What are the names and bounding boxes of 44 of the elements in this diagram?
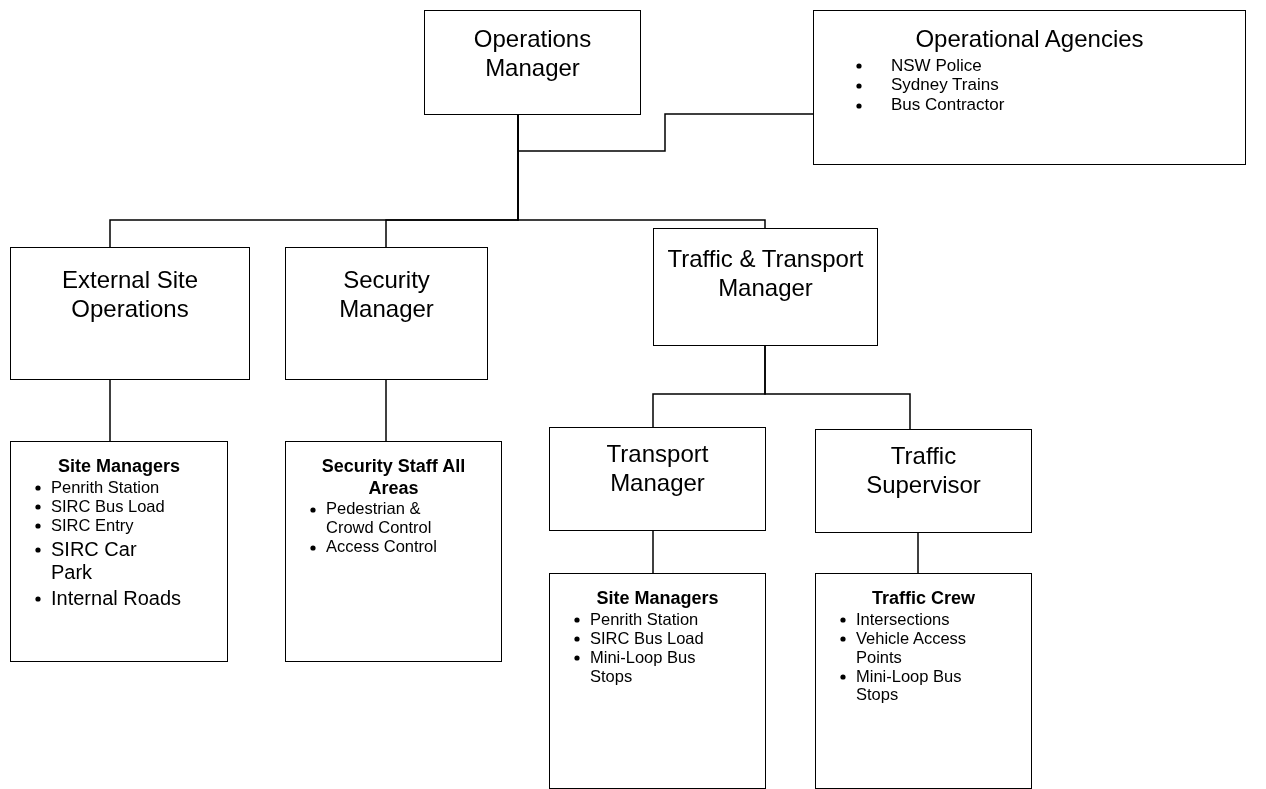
org-box xyxy=(549,573,766,789)
list-item: Intersections xyxy=(856,609,950,629)
connector-line xyxy=(652,530,654,574)
connector-line xyxy=(109,379,111,442)
list-item: SIRC Bus Load xyxy=(590,628,704,648)
box-title: Operations Manager xyxy=(472,25,593,83)
org-box xyxy=(813,10,1246,165)
list-item: Access Control xyxy=(326,537,437,557)
org-box xyxy=(10,247,250,380)
box-title: Traffic Crew xyxy=(870,588,976,610)
list-item: Vehicle Access Points xyxy=(856,628,968,667)
org-box xyxy=(285,441,502,662)
list-item: Penrith Station xyxy=(590,609,699,629)
connector-line xyxy=(517,113,814,152)
list-item: SIRC Car Park xyxy=(51,537,138,584)
list-item: SIRC Entry xyxy=(51,515,134,535)
box-title: Traffic & Transport Manager xyxy=(666,245,865,303)
list-item: Internal Roads xyxy=(51,586,182,610)
box-title: Security Manager xyxy=(338,266,435,324)
list-item: Mini-Loop Bus Stops xyxy=(590,647,697,686)
list-item: NSW Police xyxy=(891,55,982,76)
org-box xyxy=(653,228,878,346)
box-title: Security Staff All Areas xyxy=(320,456,467,500)
org-box xyxy=(549,427,766,531)
connector-line xyxy=(917,532,919,574)
list-item: Bus Contractor xyxy=(891,94,1005,115)
box-title: Site Managers xyxy=(56,456,181,478)
org-box xyxy=(285,247,488,380)
list-item: Mini-Loop Bus Stops xyxy=(856,666,963,705)
connector-line xyxy=(764,345,911,430)
box-title: External Site Operations xyxy=(60,266,200,324)
box-title: Site Managers xyxy=(595,588,720,610)
org-box xyxy=(815,573,1032,789)
list-item: Pedestrian & Crowd Control xyxy=(326,499,433,538)
list-item: SIRC Bus Load xyxy=(51,496,165,516)
list-item: Penrith Station xyxy=(51,477,160,497)
org-box xyxy=(424,10,641,115)
org-box xyxy=(815,429,1032,533)
box-title: Transport Manager xyxy=(605,440,710,498)
connector-line xyxy=(385,379,387,442)
box-title: Operational Agencies xyxy=(914,25,1145,54)
list-item: Sydney Trains xyxy=(891,75,999,95)
org-box xyxy=(10,441,228,662)
box-title: Traffic Supervisor xyxy=(865,442,982,500)
